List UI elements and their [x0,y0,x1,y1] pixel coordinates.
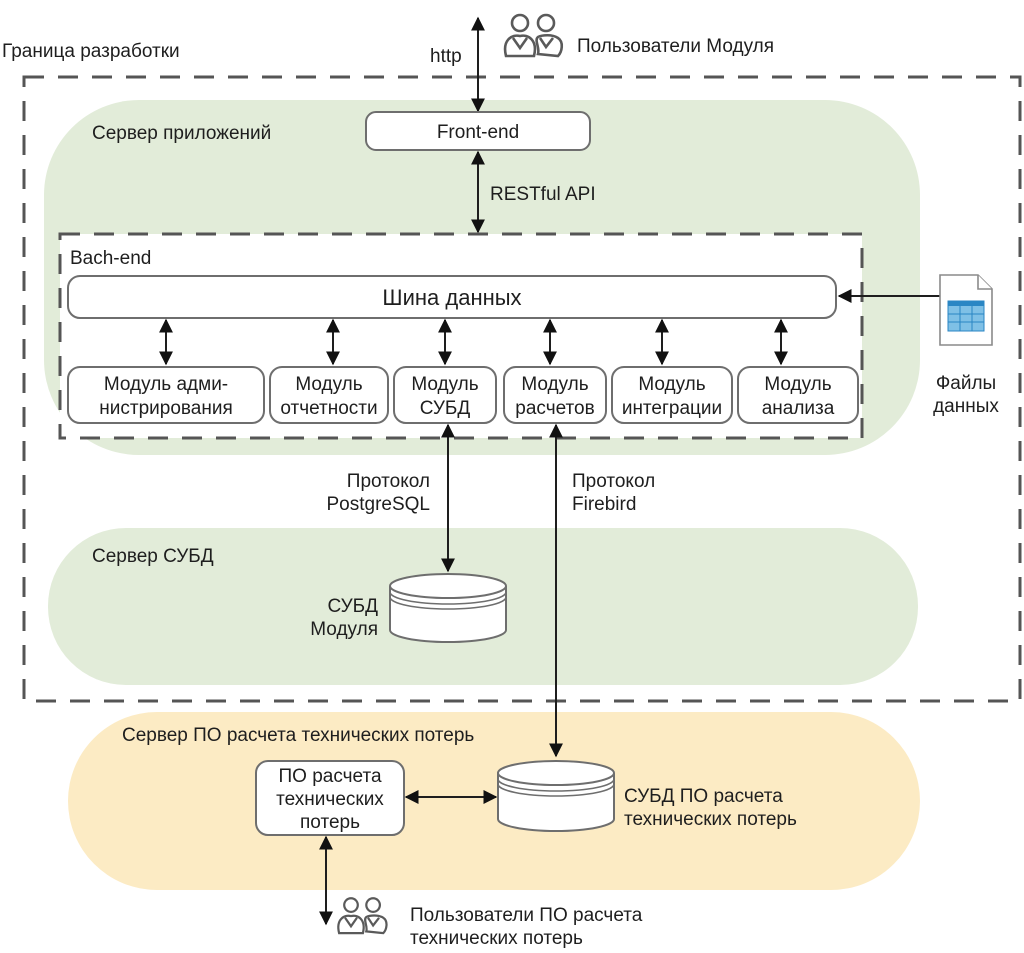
postgresql-label-line2: PostgreSQL [327,494,431,515]
module-line1: Модуль [521,374,588,395]
boundary-label: Граница разработки [2,41,180,62]
calc-db-label-line2: технических потерь [624,809,797,830]
database-icon [389,573,507,643]
module-line1: Модуль [638,374,705,395]
module-reporting: Модуль отчетности [269,366,389,424]
module-line2: нистрирования [99,398,232,419]
module-admin: Модуль адми- нистрирования [67,366,265,424]
module-line2: анализа [762,398,835,419]
data-bus [67,275,837,319]
module-line1: Модуль адми- [104,374,228,395]
database-icon [497,760,615,832]
http-label: http [430,46,462,67]
users-icon [337,897,388,935]
module-line2: СУБД [420,398,471,419]
data-files-label-line1: Файлы [936,373,996,394]
spreadsheet-file-icon [939,274,993,346]
calc-db-label-line1: СУБД ПО расчета [624,786,783,807]
db-module-label-line2: Модуля [310,619,378,640]
module-line1: Модуль [764,374,831,395]
frontend-label: Front-end [437,122,519,143]
db-module-label-line1: СУБД [328,596,379,617]
firebird-label-line2: Firebird [572,494,636,515]
frontend-box [365,111,591,151]
data-files-label-line2: данных [933,396,999,417]
calc-server-label: Сервер ПО расчета технических потерь [122,725,474,746]
db-server-label: Сервер СУБД [92,546,214,567]
module-integration: Модуль интеграции [611,366,733,424]
calc-software-line2: технических [276,789,384,810]
module-line1: Модуль [295,374,362,395]
module-line2: расчетов [515,398,594,419]
users-calc-label-line1: Пользователи ПО расчета [410,905,643,926]
backend-label: Bach-end [70,248,151,269]
backend-boundary [58,232,864,440]
module-analysis: Модуль анализа [737,366,859,424]
users-calc-label-line2: технических потерь [410,928,583,949]
calc-software-line1: ПО расчета [278,766,381,787]
module-calculations: Модуль расчетов [503,366,607,424]
users-icon [503,13,564,58]
calc-software-box: ПО расчета технических потерь [255,760,405,836]
postgresql-label-line1: Протокол [347,471,430,492]
users-module-label: Пользователи Модуля [577,36,774,57]
calc-software-line3: потерь [300,812,360,833]
firebird-label-line1: Протокол [572,471,655,492]
app-server-label: Сервер приложений [92,123,271,144]
module-line1: Модуль [411,374,478,395]
development-boundary [22,75,1022,703]
module-line2: интеграции [622,398,722,419]
restful-api-label: RESTful API [490,184,596,205]
module-line2: отчетности [280,398,377,419]
data-bus-label: Шина данных [382,285,521,310]
module-dbms: Модуль СУБД [393,366,497,424]
